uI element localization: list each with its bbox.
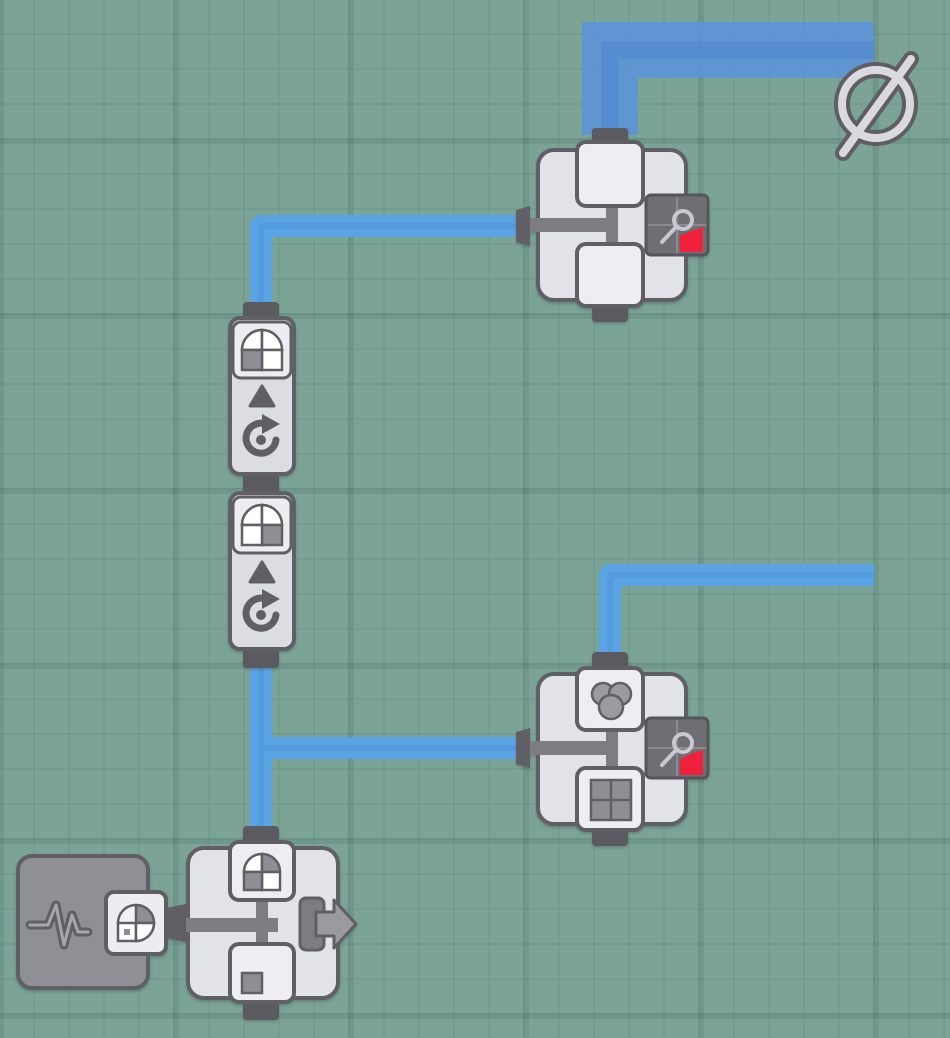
four-pane-square-shape (589, 778, 633, 822)
conveyor-belts (250, 22, 874, 828)
belt-output-right[interactable] (599, 564, 874, 655)
rotator-lower[interactable] (228, 478, 296, 668)
belt-to-top-processor[interactable] (250, 215, 520, 305)
bottom-cutter[interactable] (186, 826, 358, 1020)
quartered-circle-shape (242, 852, 282, 892)
paint-bucket-icon (644, 193, 710, 257)
disabled-circle-slash-icon[interactable] (834, 51, 919, 161)
quartered-circle-shape (240, 328, 284, 372)
belt-output-highlighted[interactable] (582, 22, 874, 135)
top-processor[interactable] (516, 128, 710, 322)
rotator-upper[interactable] (228, 302, 296, 486)
middle-processor[interactable] (516, 652, 710, 846)
signal-wave-icon (25, 900, 93, 950)
square-shape (240, 971, 264, 995)
quartered-circle-shape (116, 903, 156, 943)
quartered-circle-shape (240, 503, 284, 547)
paint-bucket-icon (644, 716, 710, 780)
three-circle-cluster-shape (590, 681, 633, 721)
rotate-arrow-icon (242, 414, 280, 457)
extractor[interactable] (16, 854, 186, 990)
output-arrow-icon (298, 896, 358, 952)
rotate-arrow-icon (242, 589, 280, 632)
